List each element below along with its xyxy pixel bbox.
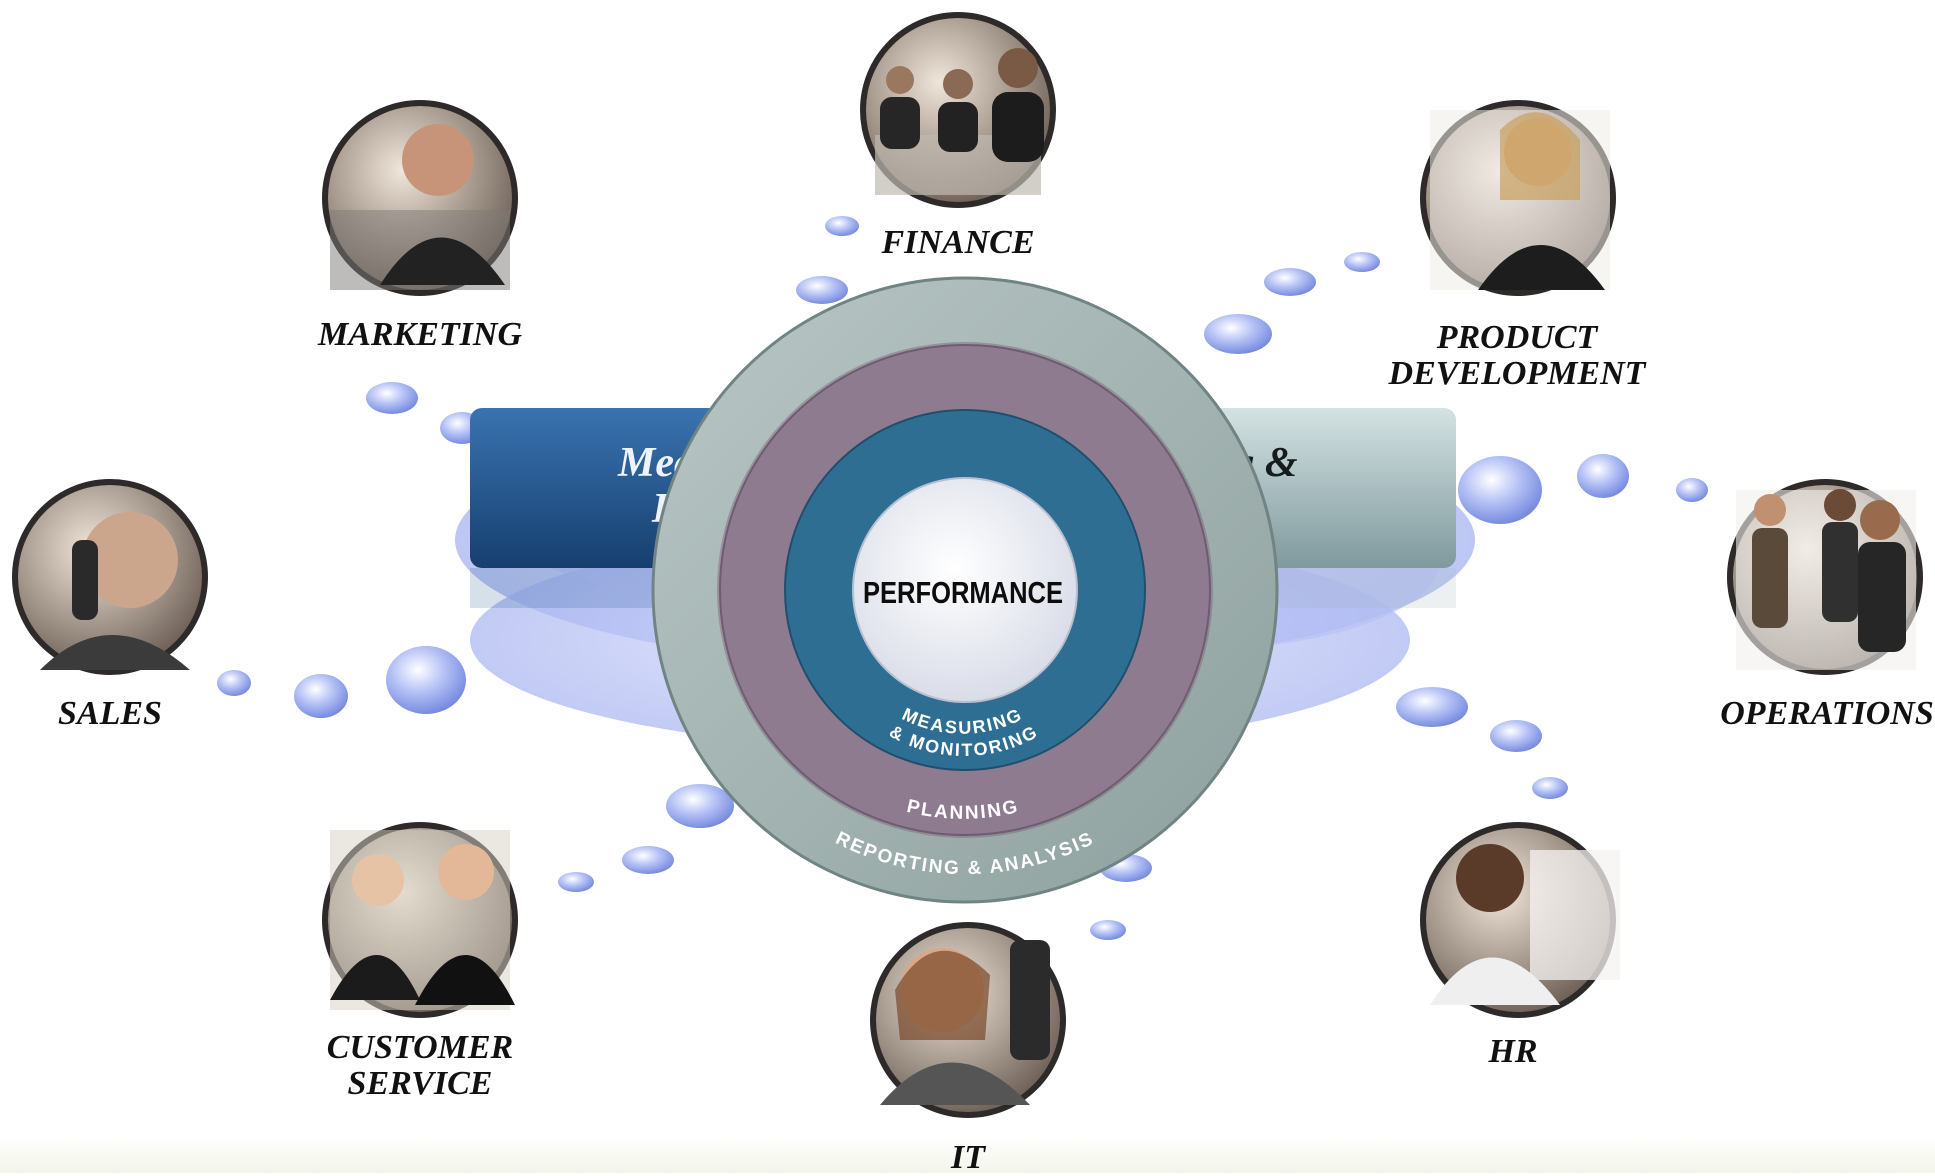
bubble-trail (217, 216, 1708, 940)
department-photos (12, 12, 1923, 1118)
label-it: IT (951, 1140, 985, 1176)
label-marketing-line-1: MARKETING (317, 316, 523, 353)
operations-photo (1727, 479, 1923, 675)
label-sales-line-1: SALES (58, 695, 162, 732)
core-label: PERFORMANCE (863, 575, 1063, 610)
label-hr-line-1: HR (1488, 1033, 1538, 1070)
product-development-photo (1420, 100, 1616, 296)
label-product-development-line-2: DEVELOPMENT (1388, 355, 1646, 392)
hr-photo (1420, 822, 1620, 1018)
performance-rings: PERFORMANCE MEASURING & MONITORING PLANN… (651, 276, 1279, 904)
sales-photo (12, 479, 208, 675)
label-product-development: PRODUCT DEVELOPMENT (1389, 320, 1646, 392)
label-sales: SALES (58, 696, 162, 732)
finance-photo (860, 12, 1056, 208)
marketing-photo (322, 100, 518, 296)
label-operations: OPERATIONS (1720, 696, 1934, 732)
label-it-line-1: IT (951, 1139, 985, 1176)
label-finance: FINANCE (881, 225, 1034, 261)
label-customer-service-line-2: SERVICE (347, 1065, 493, 1102)
it-photo (870, 922, 1066, 1118)
label-customer-service: CUSTOMER SERVICE (327, 1030, 513, 1102)
label-marketing: MARKETING (318, 317, 522, 353)
label-product-development-line-1: PRODUCT (1436, 319, 1598, 356)
label-operations-line-1: OPERATIONS (1720, 695, 1934, 732)
label-hr: HR (1488, 1034, 1537, 1070)
label-finance-line-1: FINANCE (881, 224, 1035, 261)
core-circle (852, 477, 1078, 703)
customer-service-photo (322, 822, 518, 1018)
label-customer-service-line-1: CUSTOMER (326, 1029, 514, 1066)
